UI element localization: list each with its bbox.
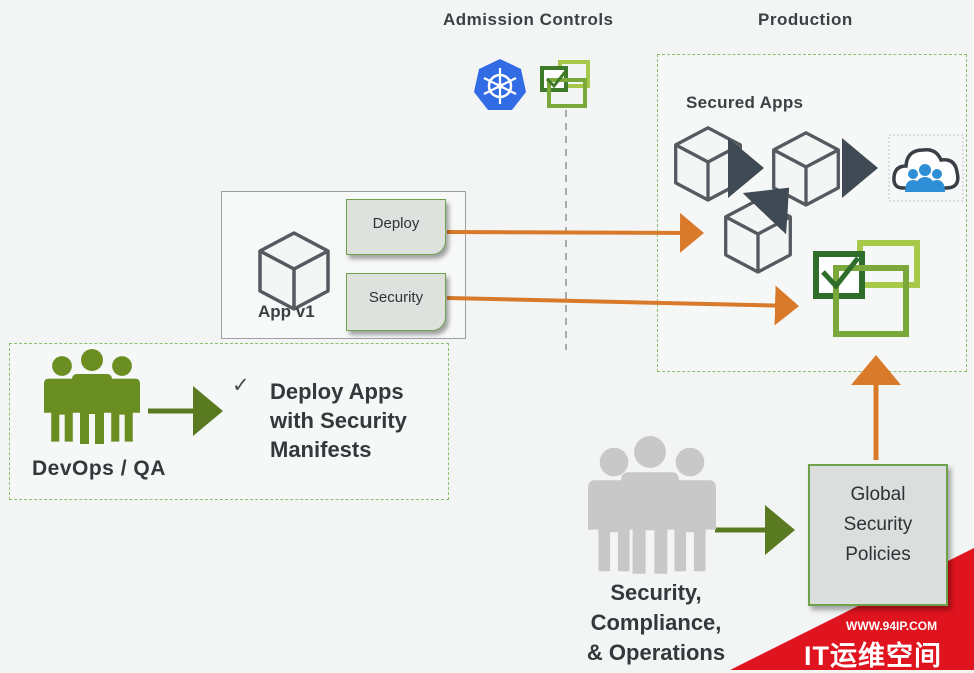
admission-controls-header: Admission Controls	[443, 10, 614, 29]
deploy-manifest: Deploy	[346, 199, 446, 255]
devops-label: DevOps / QA	[32, 457, 166, 480]
global-security-policies-box: Global Security Policies	[808, 464, 948, 606]
policies-line: Global	[850, 484, 906, 505]
security-manifest: Security	[346, 273, 446, 331]
people-group-icon	[588, 436, 716, 574]
policies-line: Policies	[845, 544, 911, 565]
devops-description: Deploy Apps with Security Manifests	[270, 377, 407, 464]
deploy-manifest-label: Deploy	[372, 215, 420, 232]
deploy-arrow	[446, 212, 704, 253]
devops-description-line: Manifests	[270, 437, 372, 462]
production-zone	[657, 54, 967, 372]
cube-icon	[258, 231, 330, 311]
cube-icon	[724, 198, 792, 274]
devops-zone	[9, 343, 449, 500]
policy-check-icon	[813, 240, 920, 337]
kubernetes-icon	[474, 59, 526, 110]
cloud-users-icon	[888, 134, 964, 202]
people-group-icon	[44, 349, 140, 444]
secured-apps-label: Secured Apps	[686, 93, 804, 112]
production-header: Production	[758, 10, 853, 29]
security-team-line: Compliance,	[590, 610, 722, 635]
app-v1-label: App v1	[258, 302, 315, 321]
policy-check-icon	[540, 60, 590, 108]
cube-icon	[674, 126, 742, 202]
devops-description-line: with Security	[270, 408, 407, 433]
watermark-text: IT运维空间	[804, 641, 942, 671]
flow-arrow	[742, 187, 790, 235]
security-manifest-label: Security	[368, 289, 424, 306]
check-mark: ✓	[232, 374, 250, 397]
security-arrow	[446, 285, 799, 326]
watermark-url: WWW.94IP.COM	[846, 619, 938, 633]
security-team-label: Security, Compliance, & Operations	[568, 578, 744, 668]
security-team-line: & Operations	[586, 640, 726, 665]
security-team-line: Security,	[610, 580, 702, 605]
devops-description-line: Deploy Apps	[270, 379, 404, 404]
policies-line: Security	[843, 514, 913, 535]
